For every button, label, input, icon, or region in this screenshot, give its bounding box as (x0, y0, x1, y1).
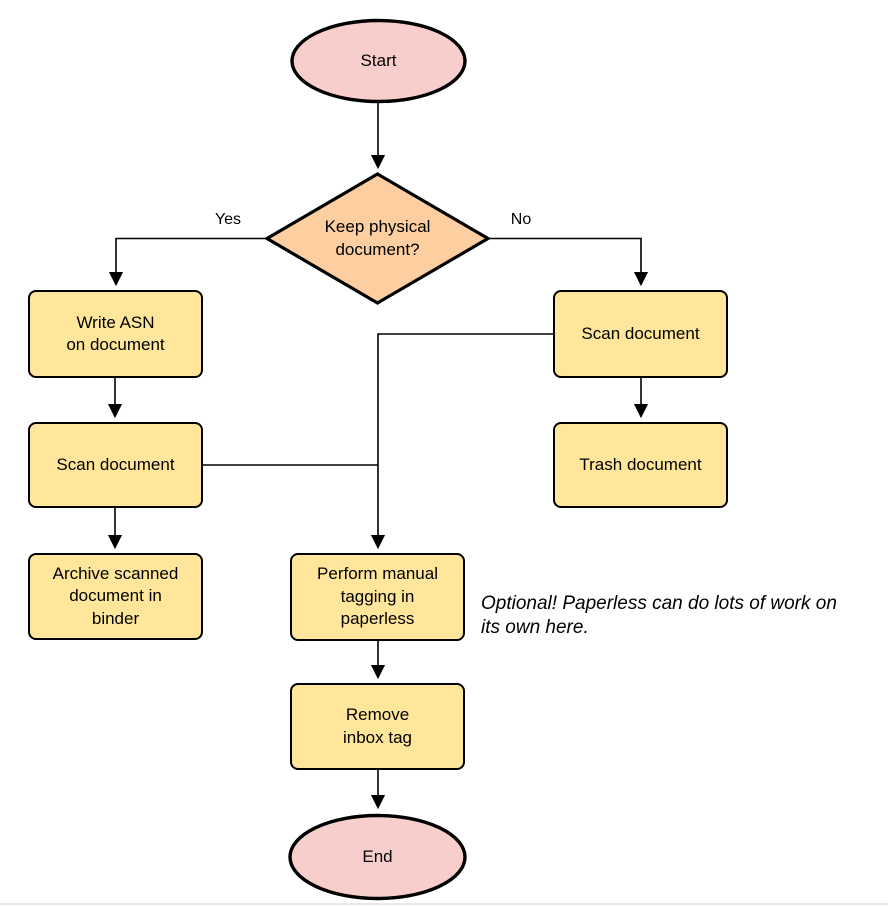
process-write-asn: Write ASN on document (28, 290, 203, 378)
edge-decision-no-to-scan-right (490, 237, 649, 287)
page-bottom-divider (0, 903, 888, 905)
process-trash-document: Trash document (553, 422, 728, 508)
process-manual-tagging: Perform manual tagging in paperless (290, 553, 465, 641)
process-archive-in-binder: Archive scanned document in binder (28, 553, 203, 640)
end-node-label: End (362, 846, 393, 866)
edge-scan-right-to-tagging (370, 333, 553, 550)
optional-note: Optional! Paperless can do lots of work … (481, 593, 837, 639)
end-terminator-shape (288, 813, 467, 901)
process-scan-document-right: Scan document (553, 290, 728, 378)
start-terminator-shape (290, 18, 467, 104)
edge-label-no: No (510, 211, 532, 228)
process-remove-inbox-tag: Remove inbox tag (290, 683, 465, 770)
start-node-label: Start (360, 50, 397, 70)
edge-label-yes: Yes (214, 211, 242, 228)
edge-decision-yes-to-write-asn (108, 237, 265, 287)
decision-diamond-shape (263, 172, 492, 305)
decision-node-label: Keep physical document? (324, 217, 431, 259)
process-scan-document-left: Scan document (28, 422, 203, 508)
